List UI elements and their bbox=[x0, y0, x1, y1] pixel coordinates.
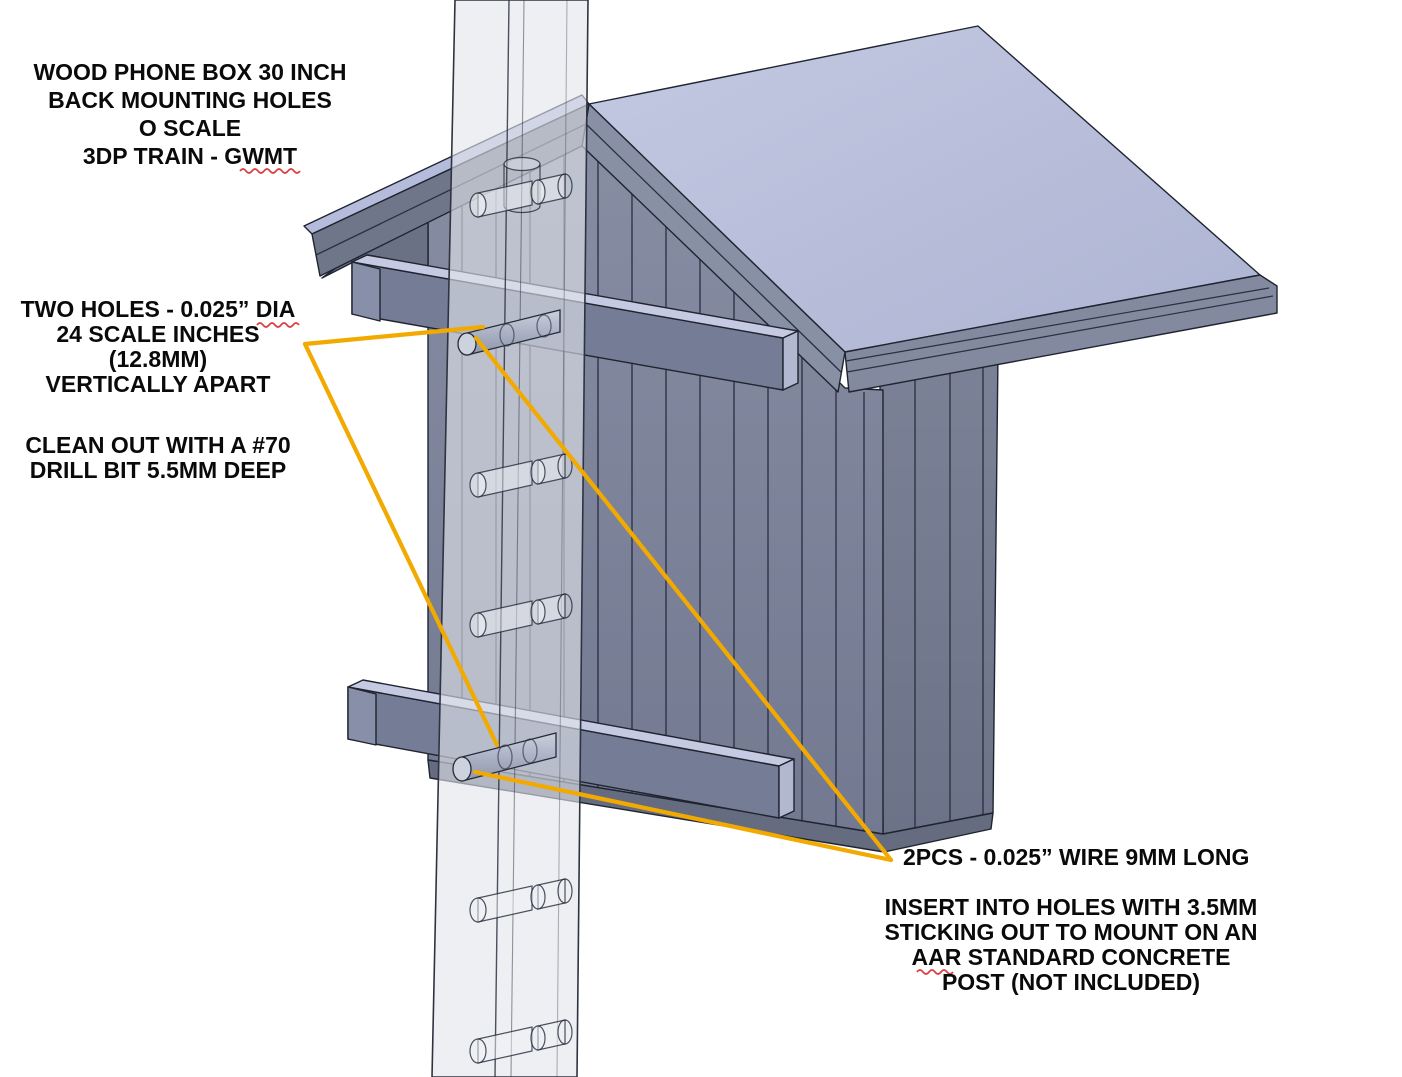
post-hole-pair-3 bbox=[469, 593, 573, 638]
mounting-wires bbox=[452, 309, 561, 782]
leader-holes-to-top-hole bbox=[302, 324, 486, 347]
spellcheck-underline-aar bbox=[916, 969, 954, 975]
post-hole-pair-5 bbox=[469, 1019, 573, 1064]
batten-top-right-end bbox=[782, 330, 799, 391]
title-line-1: WOOD PHONE BOX 30 INCH bbox=[33, 59, 346, 85]
drill-note-line-2: DRILL BIT 5.5MM DEEP bbox=[30, 457, 286, 483]
wire-top-seam-1 bbox=[499, 323, 515, 347]
holes-note-line-2: 24 SCALE INCHES bbox=[56, 321, 259, 347]
holes-note-line-3: (12.8MM) bbox=[109, 346, 207, 372]
wire-bottom-seam-1 bbox=[497, 744, 513, 770]
post-hole-pair-4 bbox=[469, 878, 573, 923]
eave-fascia-board-line bbox=[845, 287, 1270, 362]
batten-top-left-end bbox=[351, 261, 381, 322]
concrete-post-body bbox=[431, 0, 589, 1077]
holes-note-line-4: VERTICALLY APART bbox=[46, 371, 271, 397]
post-hole-pair-2 bbox=[469, 453, 573, 498]
batten-bottom-left-end bbox=[347, 686, 377, 746]
mounting-wire-top bbox=[457, 309, 561, 356]
spellcheck-underlines bbox=[239, 168, 954, 975]
post-hole-pair-1 bbox=[469, 173, 573, 218]
mount-note-line-4: POST (NOT INCLUDED) bbox=[942, 969, 1200, 995]
leader-wire-to-bottom-wire bbox=[472, 769, 894, 863]
drill-note-line-1: CLEAN OUT WITH A #70 bbox=[25, 432, 290, 458]
spellcheck-underline-gwmt bbox=[239, 168, 301, 174]
spellcheck-underline-dia bbox=[256, 322, 300, 328]
title-line-3: O SCALE bbox=[139, 115, 241, 141]
batten-bottom-right-end bbox=[778, 758, 795, 819]
wire-bottom-seam-2 bbox=[522, 738, 538, 764]
post-holes bbox=[469, 156, 573, 1064]
wire-note: 2PCS - 0.025” WIRE 9MM LONG bbox=[903, 844, 1249, 870]
right-wall bbox=[879, 351, 999, 835]
drill-note: CLEAN OUT WITH A #70 DRILL BIT 5.5MM DEE… bbox=[25, 432, 290, 483]
leader-holes-to-bottom-hole bbox=[302, 341, 500, 748]
right-wall-plank-lines bbox=[914, 356, 984, 828]
mount-note-line-1: INSERT INTO HOLES WITH 3.5MM bbox=[885, 894, 1258, 920]
mount-note: INSERT INTO HOLES WITH 3.5MM STICKING OU… bbox=[884, 894, 1257, 995]
annotation-text: WOOD PHONE BOX 30 INCH BACK MOUNTING HOL… bbox=[21, 59, 1258, 995]
wire-top-seam-2 bbox=[536, 314, 552, 338]
mounting-wire-bottom bbox=[452, 732, 557, 782]
title-block: WOOD PHONE BOX 30 INCH BACK MOUNTING HOL… bbox=[33, 59, 346, 169]
wire-bottom-end-cap bbox=[452, 756, 472, 782]
title-line-2: BACK MOUNTING HOLES bbox=[48, 87, 332, 113]
holes-note-line-1: TWO HOLES - 0.025” DIA bbox=[21, 296, 296, 322]
title-line-4: 3DP TRAIN - GWMT bbox=[83, 143, 297, 169]
wire-top-end-cap bbox=[457, 332, 477, 356]
mount-note-line-2: STICKING OUT TO MOUNT ON AN bbox=[884, 919, 1257, 945]
leader-lines bbox=[302, 324, 894, 863]
holes-note: TWO HOLES - 0.025” DIA 24 SCALE INCHES (… bbox=[21, 296, 296, 397]
leader-wire-to-top-wire bbox=[473, 335, 894, 863]
mount-note-line-3: AAR STANDARD CONCRETE bbox=[911, 944, 1230, 970]
eave-fascia-trim-line bbox=[846, 295, 1274, 373]
